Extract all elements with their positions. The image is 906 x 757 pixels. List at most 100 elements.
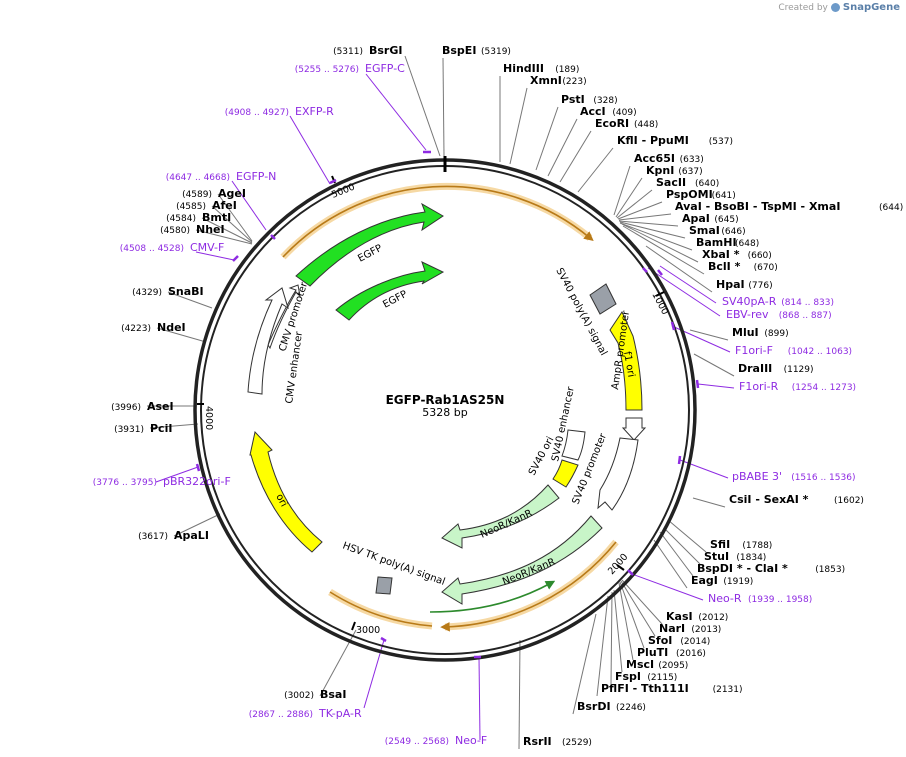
site-connector-26 xyxy=(621,579,663,625)
primer-connector-3 xyxy=(195,251,235,261)
primer-name-8: pBABE 3' xyxy=(732,470,782,483)
snapgene-logo-icon xyxy=(830,3,840,12)
site-pos-27: (2013) xyxy=(691,625,721,635)
site-connector-25 xyxy=(653,539,688,589)
plasmid-name: EGFP-Rab1AS25N xyxy=(386,393,505,407)
primer-name-10: pBR322ori-F xyxy=(163,475,231,488)
site-connector-43 xyxy=(211,205,253,243)
site-connector-36 xyxy=(173,513,221,537)
site-name-38: AseI xyxy=(147,400,174,413)
orf-arc-tk-line xyxy=(329,591,433,627)
site-connector-7 xyxy=(577,147,614,193)
primer-name-3: CMV-F xyxy=(190,241,224,254)
site-name-20: DraIII xyxy=(738,362,772,375)
orf-arc-egfp xyxy=(280,182,593,260)
site-connector-30 xyxy=(613,589,623,673)
primer-pos-11: (2867 .. 2886) xyxy=(249,710,313,720)
site-connector-10 xyxy=(616,189,653,219)
site-pos-16: (660) xyxy=(748,251,772,261)
site-name-10: SacII xyxy=(656,176,686,189)
primer-name-7: F1ori-R xyxy=(739,380,779,393)
primer-mark-f1ori-f xyxy=(670,321,676,331)
site-name-31: FspI xyxy=(615,670,641,683)
site-name-44: AgeI xyxy=(218,187,246,200)
primer-pos-10: (3776 .. 3795) xyxy=(93,478,157,488)
site-pos-3: (223) xyxy=(562,77,586,87)
site-name-1: BspEI xyxy=(442,44,476,57)
primer-pos-6: (1042 .. 1063) xyxy=(788,347,852,357)
site-pos-11: (641) xyxy=(712,191,736,201)
feature-sv40-ori xyxy=(552,459,579,488)
site-name-29: PluTI xyxy=(637,646,668,659)
site-name-28: SfoI xyxy=(648,634,672,647)
site-pos-35: (3002) xyxy=(284,691,314,701)
feature-sv40pa-signal xyxy=(589,283,617,315)
site-pos-12: (644) xyxy=(879,203,903,213)
site-connector-15 xyxy=(619,222,693,251)
primer-connector-0 xyxy=(365,73,427,151)
tick-3000-mark xyxy=(351,621,356,631)
site-name-13: ApaI xyxy=(682,212,710,225)
site-pos-4: (328) xyxy=(593,96,617,106)
primer-name-5: EBV-rev xyxy=(726,308,769,321)
orf-arc-neo-inner xyxy=(429,580,556,613)
feature-ampr-promoter xyxy=(621,417,647,441)
site-name-43: AfeI xyxy=(212,199,237,212)
primer-connector-1 xyxy=(289,115,331,185)
site-pos-5: (409) xyxy=(612,108,636,118)
site-name-27: NarI xyxy=(659,622,685,635)
site-connector-17 xyxy=(622,225,705,275)
site-pos-40: (4329) xyxy=(132,288,162,298)
site-connector-18 xyxy=(645,245,713,293)
site-name-34: RsrII xyxy=(523,735,552,748)
feature-f1-ori xyxy=(609,310,643,411)
site-name-37: PciI xyxy=(150,422,172,435)
site-name-18: HpaI xyxy=(716,278,745,291)
site-connector-27 xyxy=(620,580,656,637)
primer-name-11: TK-pA-R xyxy=(318,707,362,720)
site-name-5: AccI xyxy=(580,105,606,118)
site-pos-29: (2016) xyxy=(676,649,706,659)
primer-connector-12 xyxy=(478,656,481,741)
primer-connector-7 xyxy=(697,383,735,389)
primer-labels: EGFP-C(5255 .. 5276)EXFP-R(4908 .. 4927)… xyxy=(93,62,856,747)
feature-sv40-enhancer xyxy=(561,429,586,461)
site-pos-7: (537) xyxy=(709,137,733,147)
site-pos-1: (5319) xyxy=(481,47,511,57)
tick-3000: 3000 xyxy=(356,625,380,636)
site-connector-33 xyxy=(572,613,597,715)
site-pos-15: (648) xyxy=(735,239,759,249)
site-name-42: BmtI xyxy=(202,211,231,224)
site-pos-8: (633) xyxy=(680,155,704,165)
feature-egfp-inner xyxy=(335,261,445,321)
primer-mark-tk-pa-r xyxy=(380,636,387,643)
primer-mark-exfp-r xyxy=(329,178,337,185)
primer-connector-5 xyxy=(647,267,721,317)
site-connector-13 xyxy=(618,220,679,227)
site-name-6: EcoRI xyxy=(595,117,629,130)
primer-name-0: EGFP-C xyxy=(365,62,405,75)
site-name-25: EagI xyxy=(691,574,718,587)
site-connector-4 xyxy=(535,106,559,171)
site-connector-44 xyxy=(217,193,253,242)
site-pos-28: (2014) xyxy=(680,637,710,647)
site-connector-1 xyxy=(442,57,445,157)
site-name-2: HindIII xyxy=(503,62,544,75)
site-name-40: SnaBI xyxy=(168,285,204,298)
feature-f1-ori-label: f1 ori xyxy=(621,351,636,379)
site-connector-0 xyxy=(404,55,441,157)
site-connector-12 xyxy=(618,213,672,221)
site-connector-20 xyxy=(693,353,735,377)
site-pos-30: (2095) xyxy=(658,661,688,671)
site-name-8: Acc65I xyxy=(634,152,675,165)
primer-name-4: SV40pA-R xyxy=(722,295,777,308)
site-name-41: NheI xyxy=(196,223,225,236)
site-connector-3 xyxy=(509,87,528,165)
site-pos-31: (2115) xyxy=(647,673,677,683)
site-pos-20: (1129) xyxy=(784,365,814,375)
feature-egfp-outer xyxy=(295,202,444,287)
primer-pos-9: (1939 .. 1958) xyxy=(748,595,812,605)
site-pos-44: (4589) xyxy=(182,190,212,200)
site-pos-33: (2246) xyxy=(616,703,646,713)
primer-name-1: EXFP-R xyxy=(295,105,334,118)
